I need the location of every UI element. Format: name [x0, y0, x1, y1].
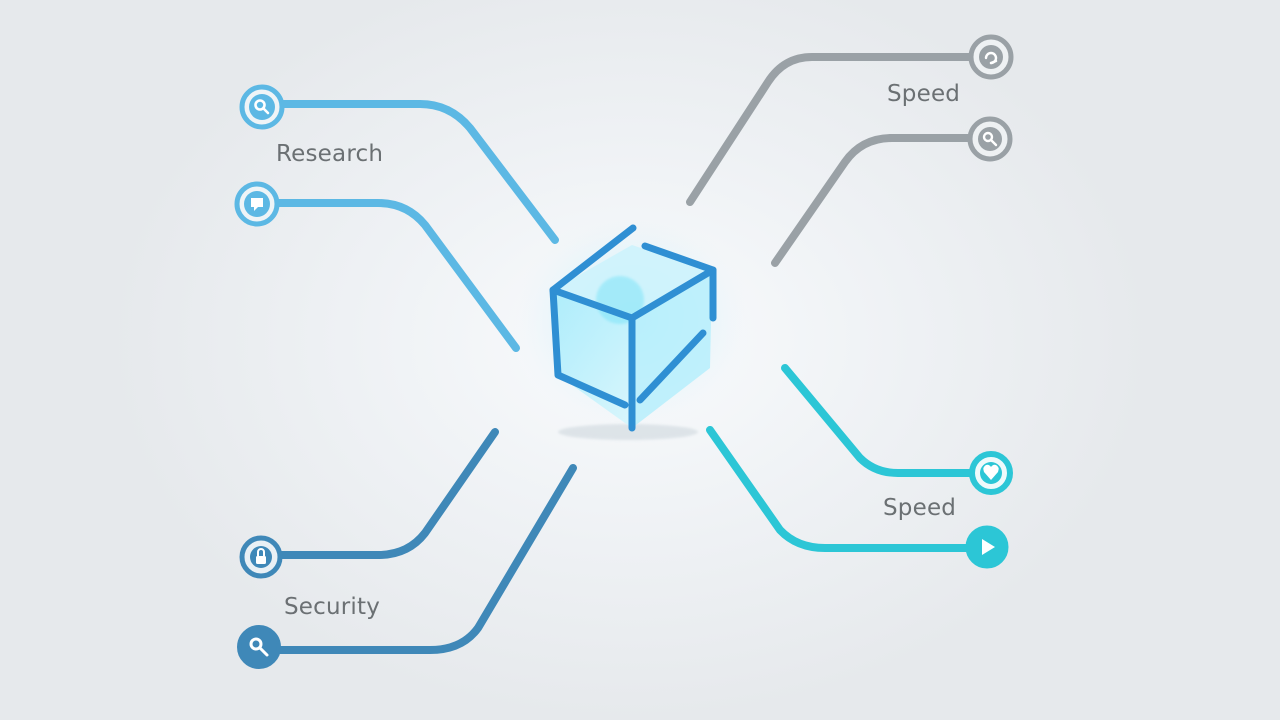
security-node-2[interactable]: [237, 625, 281, 669]
connector-security-2: [254, 464, 577, 654]
connector-research-2: [254, 199, 520, 352]
label-security: Security: [284, 594, 381, 620]
connector-security-1: [258, 428, 499, 559]
refresh-icon: [984, 51, 998, 65]
lock-icon: [256, 548, 266, 564]
security-node-1[interactable]: [239, 535, 283, 579]
label-speed-bottom: Speed: [883, 495, 957, 521]
speed-node-2[interactable]: [967, 116, 1013, 162]
speed-node-4[interactable]: [965, 525, 1009, 569]
connector-speed-2: [771, 134, 994, 267]
connector-research-1: [258, 100, 559, 244]
search-icon: [254, 99, 270, 115]
connector-speed-3: [781, 364, 994, 477]
search-icon: [249, 637, 269, 657]
research-node-2[interactable]: [234, 181, 280, 227]
heart-icon: [983, 464, 999, 480]
connector-speed-1: [686, 53, 994, 206]
play-icon: [982, 539, 995, 555]
connector-speed-4: [706, 426, 992, 552]
speed-node-1[interactable]: [968, 34, 1014, 80]
research-node-1[interactable]: [239, 84, 285, 130]
cube-icon: [549, 224, 717, 432]
search-icon: [982, 131, 998, 147]
hub-shadow: [558, 424, 698, 440]
speed-node-3[interactable]: [969, 451, 1013, 495]
chat-icon: [251, 198, 263, 211]
label-speed-top: Speed: [887, 81, 961, 107]
label-research: Research: [276, 141, 384, 167]
